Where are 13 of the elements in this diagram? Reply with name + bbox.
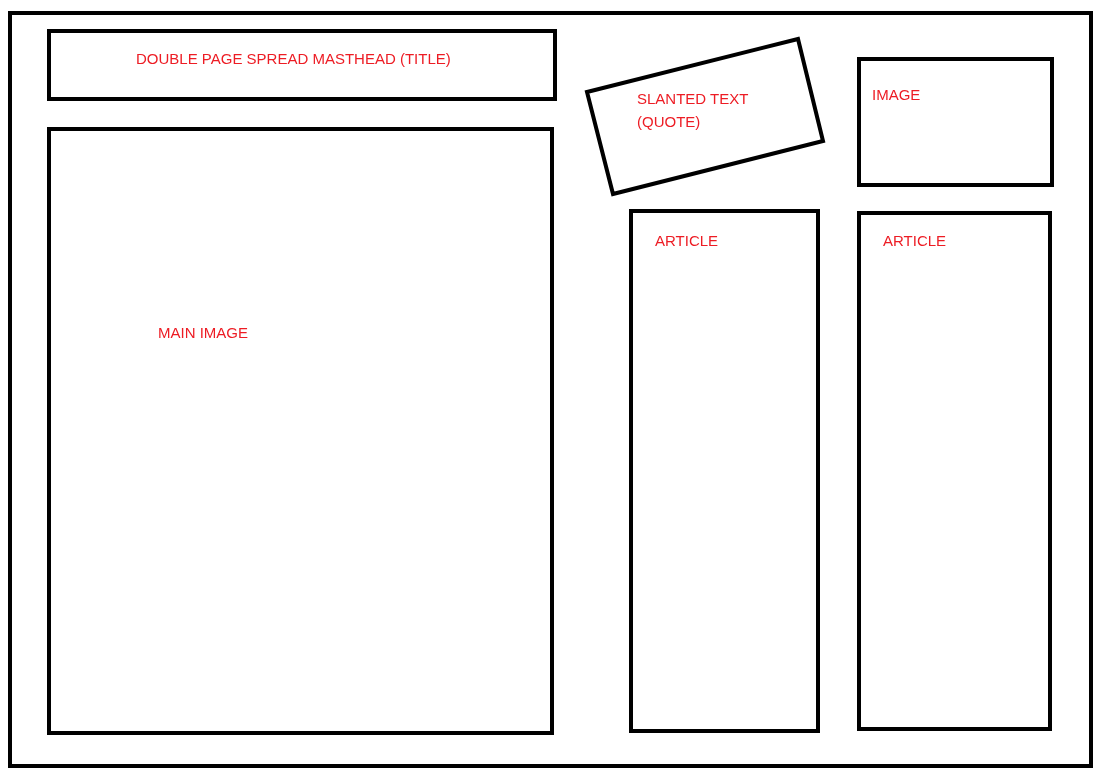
quote-label: SLANTED TEXT (QUOTE) — [637, 89, 750, 132]
article-label: ARTICLE — [883, 232, 947, 250]
image-box — [857, 57, 1054, 187]
slanted-quote-box — [585, 37, 825, 196]
article-label: ARTICLE — [655, 232, 719, 250]
article-box — [629, 209, 820, 733]
main-image-label: MAIN IMAGE — [158, 324, 248, 342]
masthead-box — [47, 29, 557, 101]
image-label: IMAGE — [872, 86, 921, 104]
main-image-box — [47, 127, 554, 735]
article-box — [857, 211, 1052, 731]
masthead-label: DOUBLE PAGE SPREAD MASTHEAD (TITLE) — [136, 50, 451, 68]
page-frame — [8, 11, 1093, 768]
